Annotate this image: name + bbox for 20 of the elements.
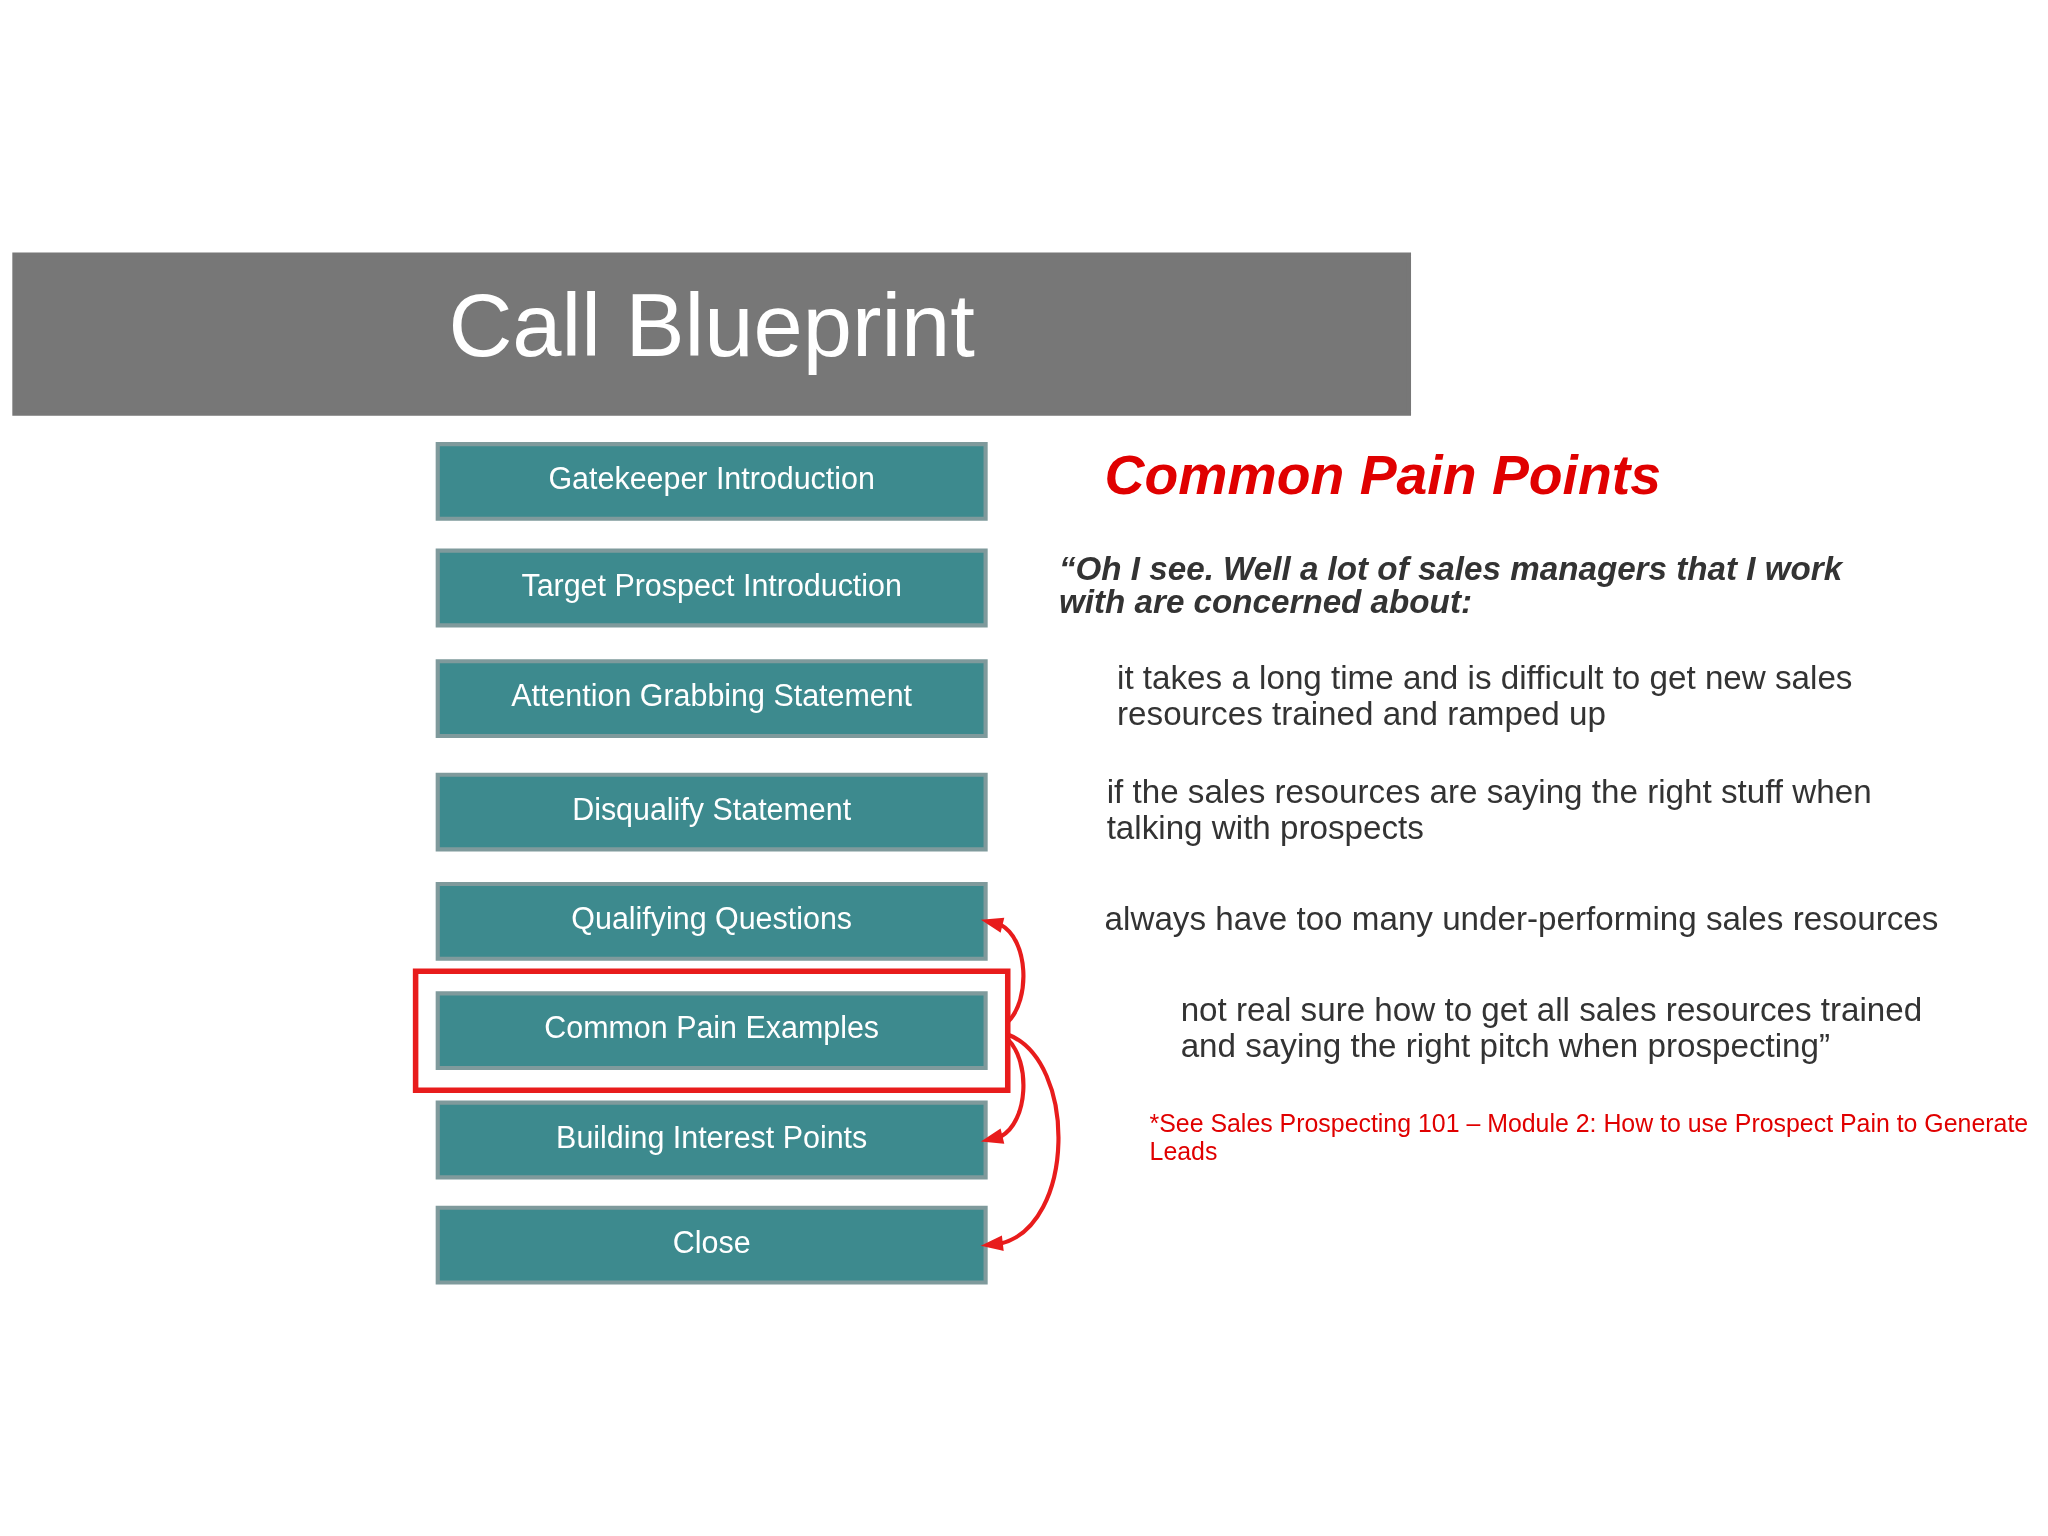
node-box: Common Pain Examples: [435, 990, 988, 1070]
label: it takes a long time and is difficult to get new sales resources trained and ramped up: [1117, 658, 1853, 732]
node-box: Gatekeeper Introduction: [435, 441, 988, 521]
node-box: Building Interest Points: [435, 1100, 988, 1179]
label: “Oh I see. Well a lot of sales managers that I work with are concerned about:: [1058, 549, 1843, 620]
label: always have too many under-performing sales resources: [1104, 899, 1939, 937]
label: Common Pain Points: [1104, 443, 1661, 506]
arrow: [980, 1037, 1026, 1144]
node-box: Disqualify Statement: [435, 772, 988, 851]
node-box: Close: [435, 1205, 988, 1285]
arrow: [980, 917, 1026, 1023]
cluster: [412, 967, 1011, 1093]
arrow: [980, 1032, 1061, 1251]
node-box: Target Prospect Introduction: [435, 548, 988, 627]
node-box: Qualifying Questions: [435, 881, 988, 961]
label: *See Sales Prospecting 101 – Module 2: How to use Prospect Pain to Generate Leads: [1149, 1108, 2029, 1165]
label: if the sales resources are saying the right stuff when talking with prospects: [1106, 772, 1872, 846]
diagram-title: Call Blueprint: [448, 276, 975, 375]
node-box: Attention Grabbing Statement: [435, 658, 988, 738]
label: not real sure how to get all sales resources trained and saying the right pitch when prospecting”: [1180, 990, 1923, 1064]
